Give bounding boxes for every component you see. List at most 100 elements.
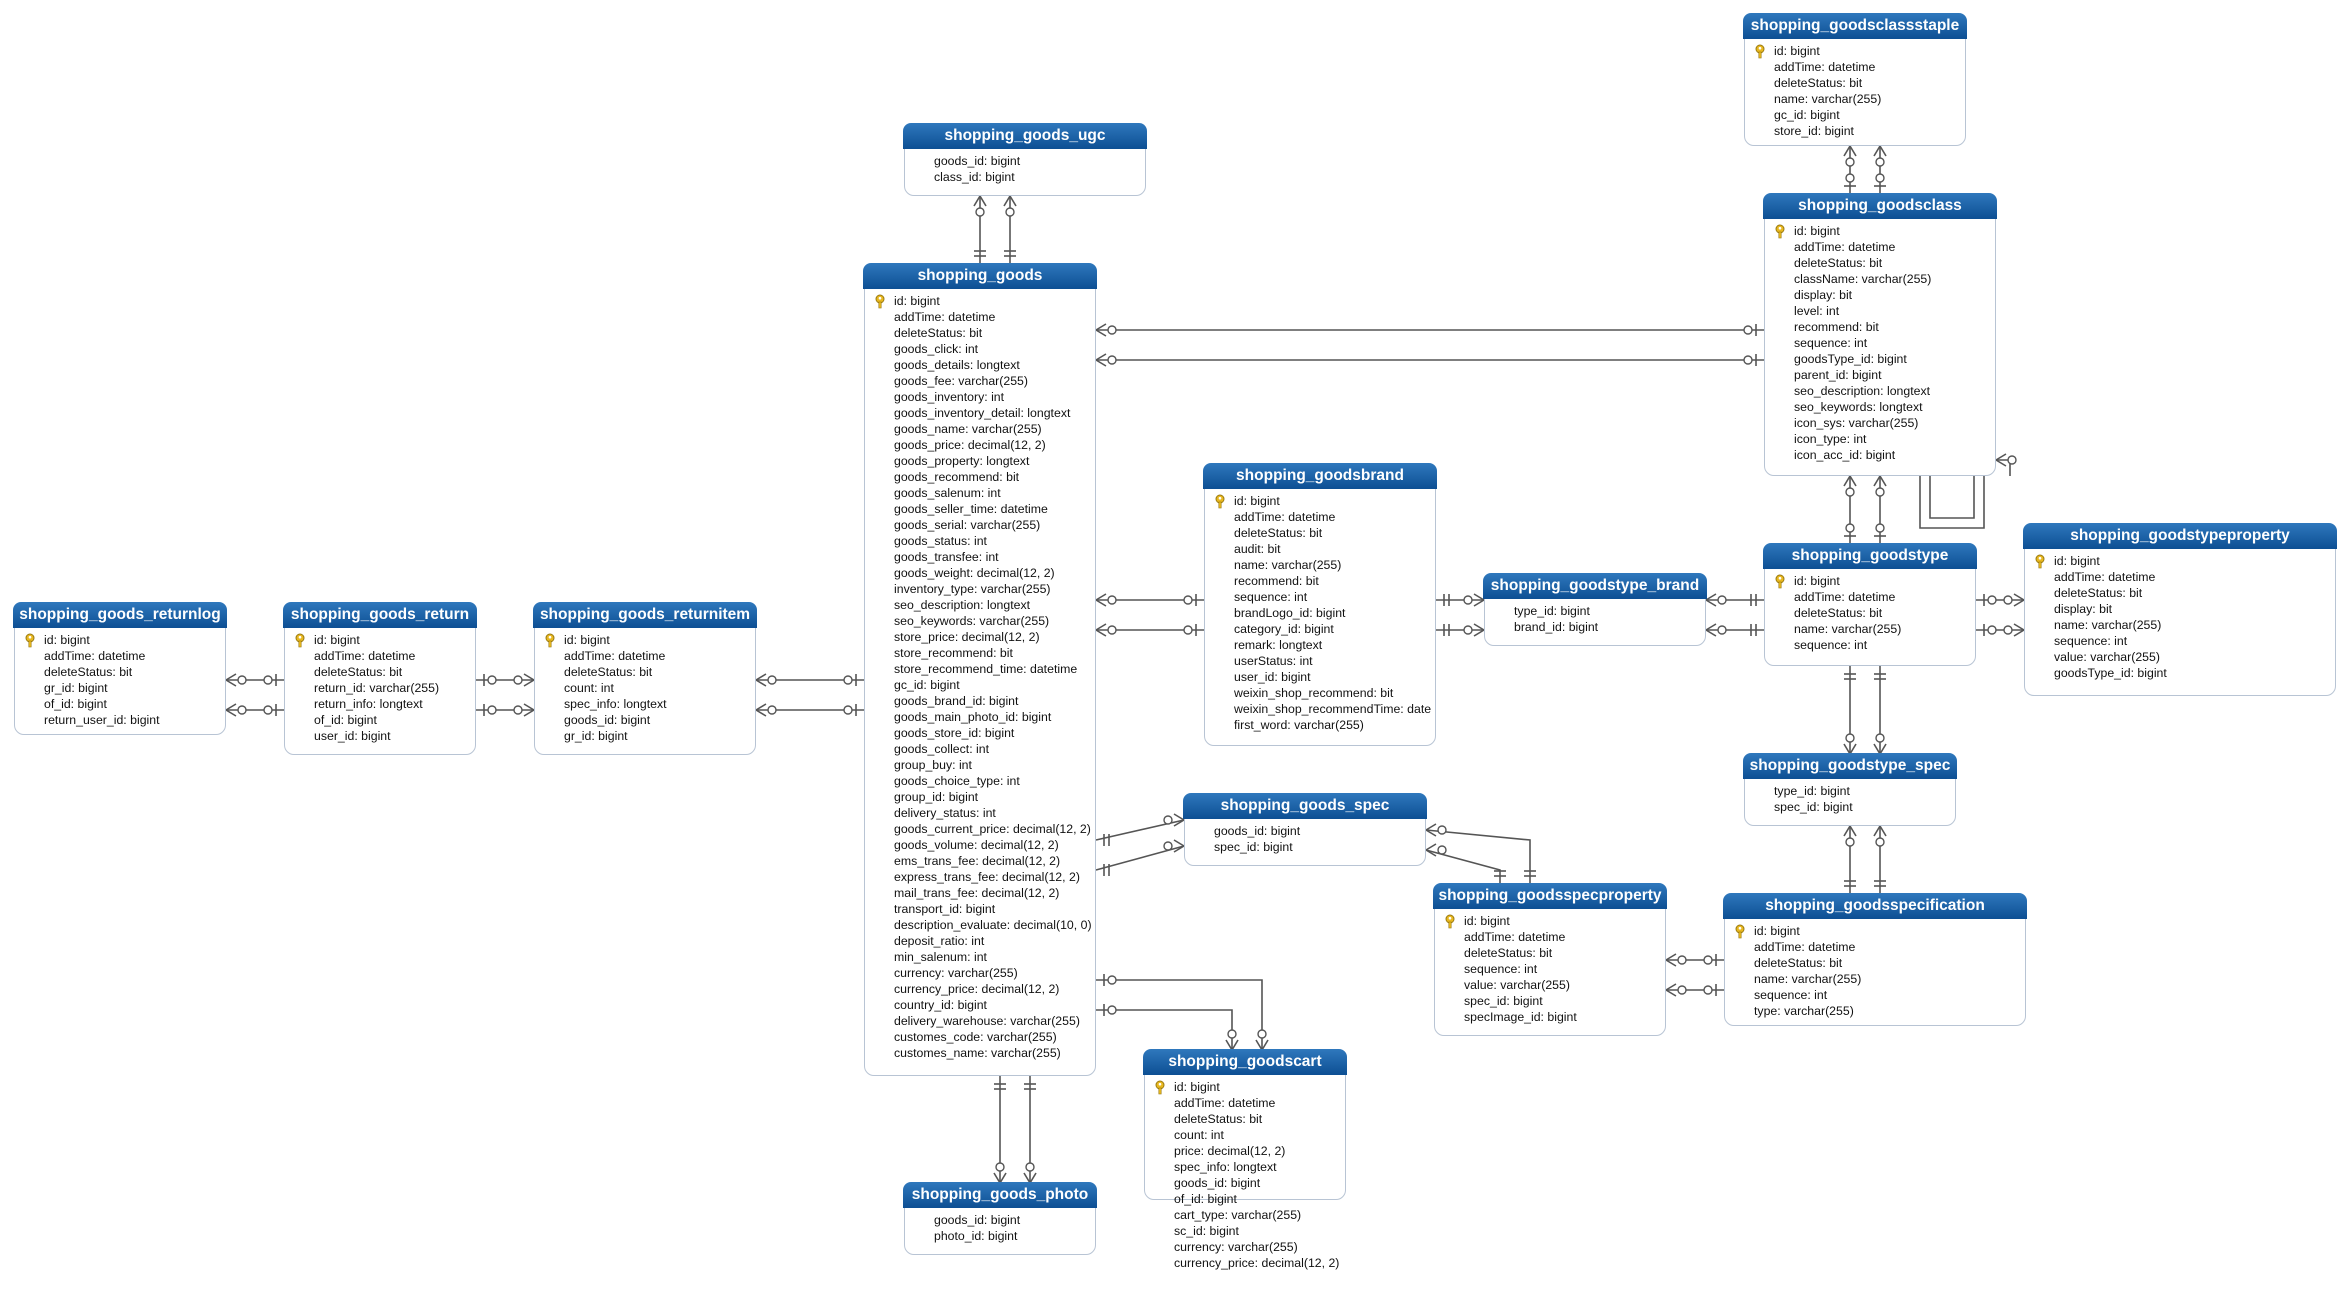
optional-marker — [513, 675, 523, 685]
table-field: parent_id: bigint — [1765, 367, 1995, 383]
field-text: deposit_ratio: int — [894, 934, 985, 948]
optional-marker — [767, 675, 777, 685]
table-field: brandLogo_id: bigint — [1205, 605, 1435, 621]
table-field: value: varchar(255) — [1435, 977, 1665, 993]
field-text: goods_serial: varchar(255) — [894, 518, 1041, 532]
field-text: name: varchar(255) — [1774, 92, 1882, 106]
table-field: goods_salenum: int — [865, 485, 1095, 501]
table-field: seo_description: longtext — [865, 597, 1095, 613]
optional-marker — [995, 1162, 1005, 1172]
field-text: spec_info: longtext — [1174, 1160, 1277, 1174]
relationship-line — [755, 709, 767, 717]
table-field: deposit_ratio: int — [865, 933, 1095, 949]
table-field: goods_id: bigint — [535, 712, 755, 728]
table-field: goods_id: bigint — [1185, 823, 1425, 839]
field-text: value: varchar(255) — [2054, 650, 2160, 664]
table-field: sequence: int — [2025, 633, 2335, 649]
field-text: delivery_warehouse: varchar(255) — [894, 1014, 1080, 1028]
table-field: gr_id: bigint — [15, 680, 225, 696]
relationship-line — [1995, 453, 2007, 461]
relationship-line — [1425, 829, 1437, 837]
field-text: goods_price: decimal(12, 2) — [894, 438, 1046, 452]
table-title: shopping_goodsbrand — [1203, 463, 1437, 489]
optional-marker — [1743, 355, 1753, 365]
optional-marker — [237, 675, 247, 685]
relationship-line — [1929, 476, 1975, 519]
relationship-line — [523, 703, 535, 711]
relationship-line — [1849, 475, 1857, 487]
field-text: value: varchar(255) — [1464, 978, 1570, 992]
optional-marker — [1845, 173, 1855, 183]
field-text: return_user_id: bigint — [44, 713, 160, 727]
table-field: sequence: int — [1435, 961, 1665, 977]
table-field: goods_click: int — [865, 341, 1095, 357]
table-field: deleteStatus: bit — [285, 664, 475, 680]
field-text: addTime: datetime — [1234, 510, 1336, 524]
relationship-line — [1425, 829, 1531, 884]
table-field: goodsType_id: bigint — [1765, 351, 1995, 367]
table-field: goods_price: decimal(12, 2) — [865, 437, 1095, 453]
relationship-line — [1095, 359, 1107, 367]
field-text: goods_transfee: int — [894, 550, 999, 564]
relationship-line — [225, 679, 237, 687]
field-text: spec_id: bigint — [1214, 840, 1293, 854]
optional-marker — [2007, 455, 2017, 465]
relationship-line — [523, 673, 535, 681]
optional-marker — [2003, 625, 2013, 635]
field-text: gc_id: bigint — [1774, 108, 1840, 122]
field-text: goods_fee: varchar(255) — [894, 374, 1028, 388]
optional-marker — [843, 705, 853, 715]
relationship-line — [1095, 353, 1107, 361]
table-field: currency_price: decimal(12, 2) — [865, 981, 1095, 997]
optional-marker — [1437, 825, 1447, 835]
table-field: deleteStatus: bit — [1205, 525, 1435, 541]
table-field: userStatus: int — [1205, 653, 1435, 669]
primary-key-field: id: bigint — [1205, 493, 1435, 509]
field-text: addTime: datetime — [1464, 930, 1566, 944]
optional-marker — [1717, 625, 1727, 635]
optional-marker — [1703, 955, 1713, 965]
key-icon — [295, 633, 305, 648]
table-title: shopping_goodsclassstaple — [1743, 13, 1967, 39]
field-text: sc_id: bigint — [1174, 1224, 1239, 1238]
field-text: goods_inventory: int — [894, 390, 1005, 404]
table-title: shopping_goodstypeproperty — [2023, 523, 2337, 549]
table-field: weixin_shop_recommendTime: date — [1205, 701, 1435, 717]
table-field: first_word: varchar(255) — [1205, 717, 1435, 733]
field-text: express_trans_fee: decimal(12, 2) — [894, 870, 1080, 884]
field-text: spec_info: longtext — [564, 697, 667, 711]
field-text: goods_status: int — [894, 534, 987, 548]
field-text: addTime: datetime — [1794, 240, 1896, 254]
field-text: goods_click: int — [894, 342, 979, 356]
table-field: of_id: bigint — [285, 712, 475, 728]
field-text: icon_type: int — [1794, 432, 1867, 446]
table-field: goods_transfee: int — [865, 549, 1095, 565]
field-text: className: varchar(255) — [1794, 272, 1932, 286]
table-field: gc_id: bigint — [865, 677, 1095, 693]
field-text: currency_price: decimal(12, 2) — [894, 982, 1060, 996]
relationship-line — [2013, 593, 2025, 601]
field-text: of_id: bigint — [1174, 1192, 1237, 1206]
